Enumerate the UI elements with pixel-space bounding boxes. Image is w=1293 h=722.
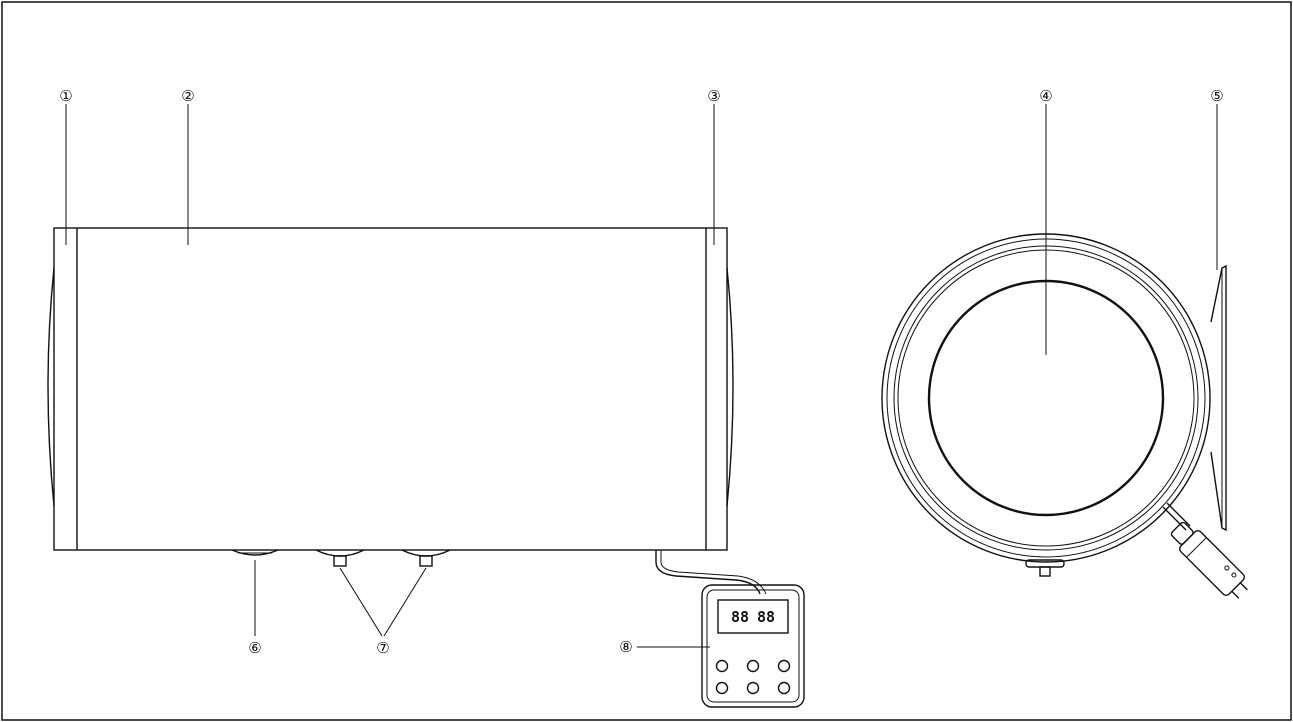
tank-body (53, 227, 728, 551)
power-cord-2 (1166, 502, 1191, 527)
controller-button-1 (715, 659, 729, 673)
leader-7a (339, 567, 383, 637)
left-end-cap-bulge (47, 267, 55, 507)
callout-4: ④ (1039, 87, 1052, 105)
callout-7: ⑦ (376, 639, 389, 657)
controller-button-3 (777, 659, 791, 673)
controller-cable (655, 550, 761, 595)
callout-8: ⑧ (619, 638, 632, 656)
drain-flange (231, 549, 279, 556)
controller-inner (706, 589, 800, 703)
callout-5: ⑤ (1210, 87, 1223, 105)
display-digits-right: 88 (757, 608, 775, 626)
display-digits-left: 88 (731, 608, 749, 626)
callout-2: ② (181, 87, 194, 105)
side-view (881, 233, 1248, 599)
pipe-flange-left (315, 549, 365, 557)
controller-button-6 (777, 681, 791, 695)
controller-display (717, 599, 789, 634)
controller-outer (701, 584, 805, 708)
remote-controller: 88 88 (701, 584, 805, 708)
controller-button-2 (746, 659, 760, 673)
side-bottom-fitting-stem (1039, 566, 1051, 577)
callout-1: ① (59, 87, 72, 105)
power-plug (1170, 521, 1248, 599)
callout-3: ③ (707, 87, 720, 105)
controller-button-4 (715, 681, 729, 695)
leader-lines (65, 104, 1218, 648)
power-cord (1162, 506, 1187, 531)
callout-labels: ① ② ③ ④ ⑤ ⑥ ⑦ ⑧ (59, 87, 1223, 657)
front-view (47, 227, 767, 595)
controller-button-5 (746, 681, 760, 695)
controller-cable-inner (660, 550, 767, 595)
callout-6: ⑥ (248, 639, 261, 657)
right-end-cap-bulge (726, 267, 734, 507)
leader-7b (383, 567, 427, 637)
pipe-flange-right (401, 549, 451, 557)
pipe-fitting-left (333, 555, 347, 567)
pipe-fitting-right (419, 555, 433, 567)
wall-bracket (1210, 264, 1227, 532)
